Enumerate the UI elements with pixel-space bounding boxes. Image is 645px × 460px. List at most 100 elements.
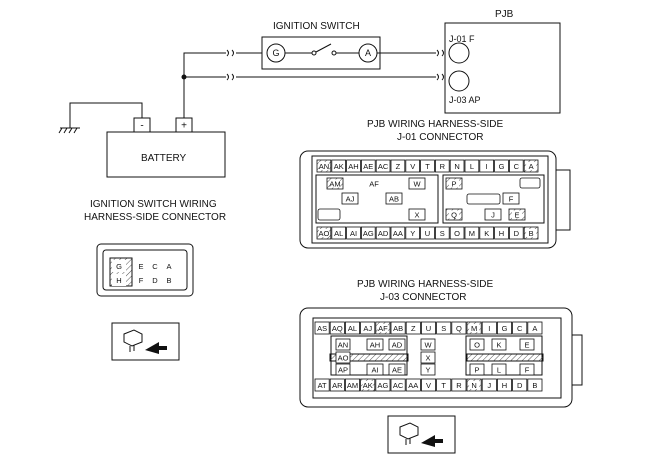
pin-m: M (466, 321, 482, 335)
wire-battery-to-g (183, 52, 226, 118)
pin-label: W (413, 180, 421, 189)
pin-label: AC (378, 162, 389, 171)
pin-t: T (420, 159, 435, 173)
pin-an: AN (316, 159, 332, 173)
pin-label: J (491, 211, 495, 220)
ground-wire (69, 102, 143, 128)
pin-label: AJ (346, 195, 355, 204)
pin-e: E (519, 338, 535, 351)
pin-am: AM (344, 378, 360, 392)
pin-ai: AI (346, 226, 361, 240)
pin-l: L (464, 159, 480, 173)
pin-label: AK (334, 162, 344, 171)
pin-label: X (414, 211, 419, 220)
pin-af: AF (366, 178, 382, 189)
pin-ar: AR (329, 378, 345, 392)
pin-b: B (162, 274, 176, 286)
pin-label: F (509, 195, 514, 204)
pin-u: U (420, 321, 436, 335)
wire-junction (181, 74, 187, 80)
battery-box (106, 131, 226, 178)
pin-al: AL (331, 226, 346, 240)
pin-h: H (112, 274, 126, 286)
pin-label: B (529, 229, 534, 238)
j01-latch (555, 169, 571, 231)
pin-j: J (484, 208, 502, 221)
pin-label: AI (371, 366, 378, 375)
pin-h: H (494, 226, 509, 240)
pin-aj: AJ (341, 192, 359, 205)
pin-v: V (420, 378, 436, 392)
pin-label: H (502, 381, 507, 390)
pin-label: I (486, 162, 488, 171)
pin-label: U (425, 229, 430, 238)
pin-label: AE (392, 366, 402, 375)
pin-i: I (479, 159, 494, 173)
pin-f: F (502, 192, 520, 205)
pin-label: Z (411, 324, 416, 333)
pin-label: J (487, 381, 491, 390)
pin-ae: AE (360, 159, 376, 173)
pin-label: AN (338, 341, 348, 350)
pin-label: E (138, 262, 143, 271)
pin-label: Z (396, 162, 401, 171)
pin-label: AL (348, 324, 357, 333)
pin-label: Y (410, 229, 415, 238)
pin-ad: AD (375, 226, 391, 240)
pin-label: AR (332, 381, 343, 390)
pin-v: V (405, 159, 420, 173)
j01-connector: PJB WIRING HARNESS-SIDE J-01 CONNECTOR A… (299, 119, 571, 249)
pin-label: AA (408, 381, 418, 390)
pin-label: I (488, 324, 490, 333)
switch-contact-left (311, 50, 317, 56)
pin-label: AT (318, 381, 327, 390)
pin-label: AE (363, 162, 373, 171)
pjb-box (444, 22, 561, 114)
pin-label: B (532, 381, 537, 390)
pin-label: C (152, 262, 158, 271)
battery-minus-label: - (140, 121, 143, 132)
pin-a: A (523, 159, 539, 173)
pin-e: E (134, 260, 148, 272)
pin-n: N (466, 378, 482, 392)
pin-c: C (512, 321, 528, 335)
pin-label: O (454, 229, 460, 238)
pin-label: AL (334, 229, 343, 238)
pin-label: Y (425, 366, 430, 375)
pin-label: AM (347, 381, 358, 390)
j01-title-2: J-01 CONNECTOR (397, 132, 484, 143)
pin-label: H (499, 229, 504, 238)
pin-a: A (527, 321, 543, 335)
pin-label: F (525, 366, 530, 375)
pin-ab: AB (390, 321, 406, 335)
pin-b: B (527, 378, 543, 392)
pin-l: L (491, 363, 507, 376)
j03-hatch-right (466, 353, 544, 362)
ground-icon (58, 127, 78, 134)
pjb-label: PJB (495, 9, 514, 20)
pin-s: S (436, 321, 452, 335)
pin-label: O (474, 341, 480, 350)
pin-label: W (424, 341, 432, 350)
pin-label: G (499, 162, 505, 171)
ignition-switch-connector: IGNITION SWITCH WIRING HARNESS-SIDE CONN… (84, 199, 226, 297)
pin-am: AM (326, 177, 344, 190)
pin-m: M (464, 226, 480, 240)
pin-h: H (496, 378, 512, 392)
pin-label: AS (317, 324, 327, 333)
ig-conn-title-1: IGNITION SWITCH WIRING (90, 199, 217, 210)
pin-at: AT (314, 378, 330, 392)
pin-a: A (162, 260, 176, 272)
pin-label: S (440, 229, 445, 238)
pin-ac: AC (390, 378, 406, 392)
pin-w: W (420, 338, 436, 351)
pin-label: M (471, 324, 477, 333)
pin-label: E (514, 211, 519, 220)
pin-label: R (440, 162, 446, 171)
pin-label: AH (348, 162, 358, 171)
pin-label: A (166, 262, 171, 271)
pin-ao: AO (335, 351, 351, 364)
blank-cavity (466, 193, 501, 205)
pin-aa: AA (390, 226, 406, 240)
